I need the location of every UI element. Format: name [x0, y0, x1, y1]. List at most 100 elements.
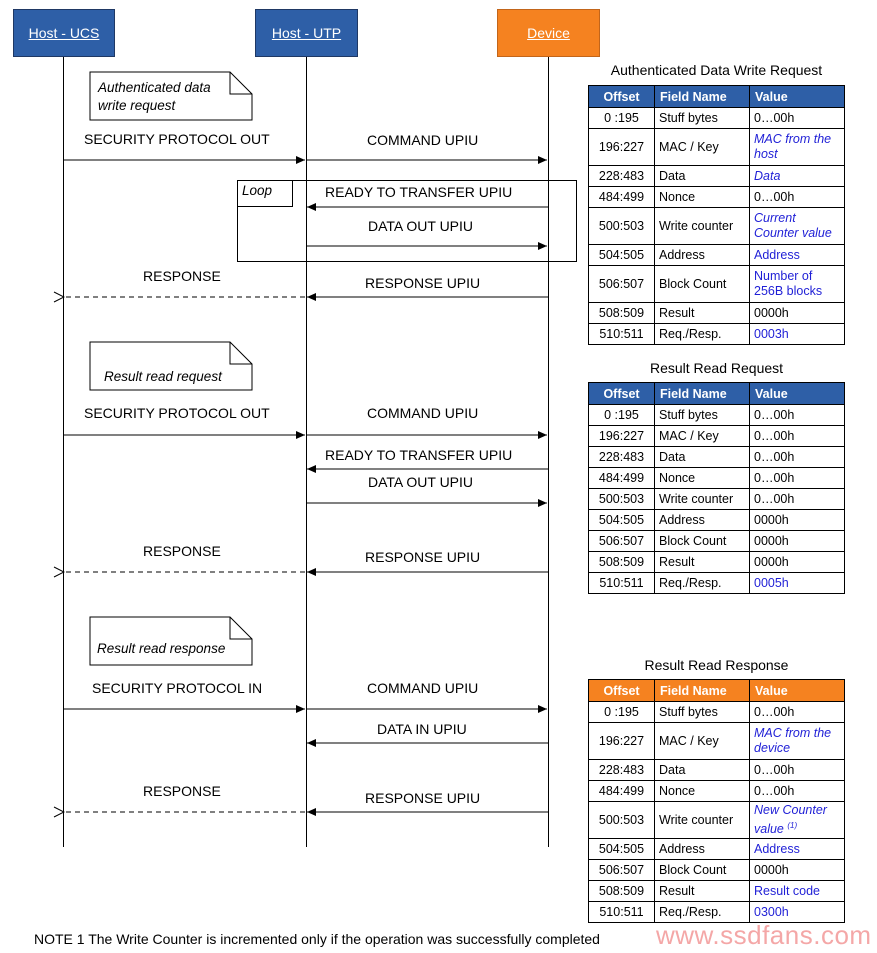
cell-offset: 506:507	[588, 530, 655, 552]
cell-offset: 0 :195	[588, 701, 655, 723]
cell-field: Data	[654, 759, 750, 781]
cell-offset: 196:227	[588, 722, 655, 760]
loop-frame	[237, 180, 577, 262]
cell-field: Stuff bytes	[654, 701, 750, 723]
cell-value: 0000h	[749, 509, 845, 531]
cell-value: 0…00h	[749, 404, 845, 426]
label-security-in-3: SECURITY PROTOCOL IN	[92, 680, 263, 696]
cell-field: Write counter	[654, 800, 750, 840]
cell-value: 0…00h	[749, 186, 845, 208]
lifeline-host-utp	[306, 57, 307, 847]
label-security-out-1: SECURITY PROTOCOL OUT	[84, 131, 270, 147]
cell-field: Req./Resp.	[654, 901, 750, 924]
cell-offset: 508:509	[588, 302, 655, 324]
cell-offset: 506:507	[588, 265, 655, 303]
cell-offset: 500:503	[588, 488, 655, 510]
cell-offset: 228:483	[588, 446, 655, 468]
participant-host-ucs: Host - UCS	[13, 9, 115, 57]
cell-offset: 506:507	[588, 859, 655, 882]
footnote: NOTE 1 The Write Counter is incremented …	[34, 931, 600, 947]
cell-value: MAC from the host	[749, 128, 845, 166]
cell-value: 0000h	[749, 859, 845, 882]
cell-value: MAC from the device	[749, 722, 845, 760]
cell-field: Req./Resp.	[654, 323, 750, 345]
label-data-out-2: DATA OUT UPIU	[368, 474, 474, 490]
cell-value: 0000h	[749, 530, 845, 552]
label-response-upiu-1: RESPONSE UPIU	[365, 275, 481, 291]
cell-value: 0…00h	[749, 759, 845, 781]
cell-field: MAC / Key	[654, 425, 750, 447]
cell-value: Current Counter value	[749, 207, 845, 245]
cell-value: Result code	[749, 880, 845, 903]
note-line-1: Authenticated data	[98, 80, 211, 95]
header-value: Value	[749, 679, 845, 702]
header-value: Value	[749, 382, 845, 405]
cell-offset: 196:227	[588, 128, 655, 166]
cell-value: 0000h	[749, 551, 845, 573]
cell-offset: 484:499	[588, 186, 655, 208]
cell-offset: 500:503	[588, 800, 655, 840]
cell-value: 0…00h	[749, 488, 845, 510]
cell-offset: 500:503	[588, 207, 655, 245]
note-line-2: write request	[98, 98, 176, 113]
cell-field: Nonce	[654, 780, 750, 802]
header-field-name: Field Name	[654, 382, 750, 405]
label-command-1: COMMAND UPIU	[367, 132, 479, 148]
lifeline-host-ucs	[63, 57, 64, 847]
cell-field: Result	[654, 302, 750, 324]
table-title-write-request: Authenticated Data Write Request	[610, 62, 823, 78]
new-counter-text: New Counter value	[754, 803, 827, 837]
header-value: Value	[749, 85, 845, 108]
footnote-ref: (1)	[787, 821, 798, 830]
lifeline-device	[548, 57, 549, 847]
cell-offset: 484:499	[588, 780, 655, 802]
cell-field: Block Count	[654, 265, 750, 303]
cell-offset: 510:511	[588, 572, 655, 594]
label-command-3: COMMAND UPIU	[367, 680, 479, 696]
cell-value: Address	[749, 838, 845, 861]
cell-offset: 504:505	[588, 244, 655, 266]
table-title-read-response: Result Read Response	[644, 657, 789, 673]
cell-field: Write counter	[654, 488, 750, 510]
cell-offset: 0 :195	[588, 404, 655, 426]
label-security-out-2: SECURITY PROTOCOL OUT	[84, 405, 270, 421]
label-command-2: COMMAND UPIU	[367, 405, 479, 421]
cell-offset: 510:511	[588, 901, 655, 924]
cell-value: Data	[749, 165, 845, 187]
cell-field: Result	[654, 551, 750, 573]
cell-field: Write counter	[654, 207, 750, 245]
cell-offset: 508:509	[588, 880, 655, 903]
cell-value: 0…00h	[749, 701, 845, 723]
label-response-1: RESPONSE	[143, 268, 221, 284]
cell-value: 0…00h	[749, 780, 845, 802]
note-result-read-response: Result read response	[97, 641, 226, 656]
cell-offset: 504:505	[588, 509, 655, 531]
cell-value: 0…00h	[749, 446, 845, 468]
cell-field: Address	[654, 244, 750, 266]
cell-value: 0300h	[749, 901, 845, 924]
note-box-1	[89, 71, 253, 121]
label-response-2: RESPONSE	[143, 543, 221, 559]
cell-value: 0003h	[749, 323, 845, 345]
cell-field: Address	[654, 509, 750, 531]
